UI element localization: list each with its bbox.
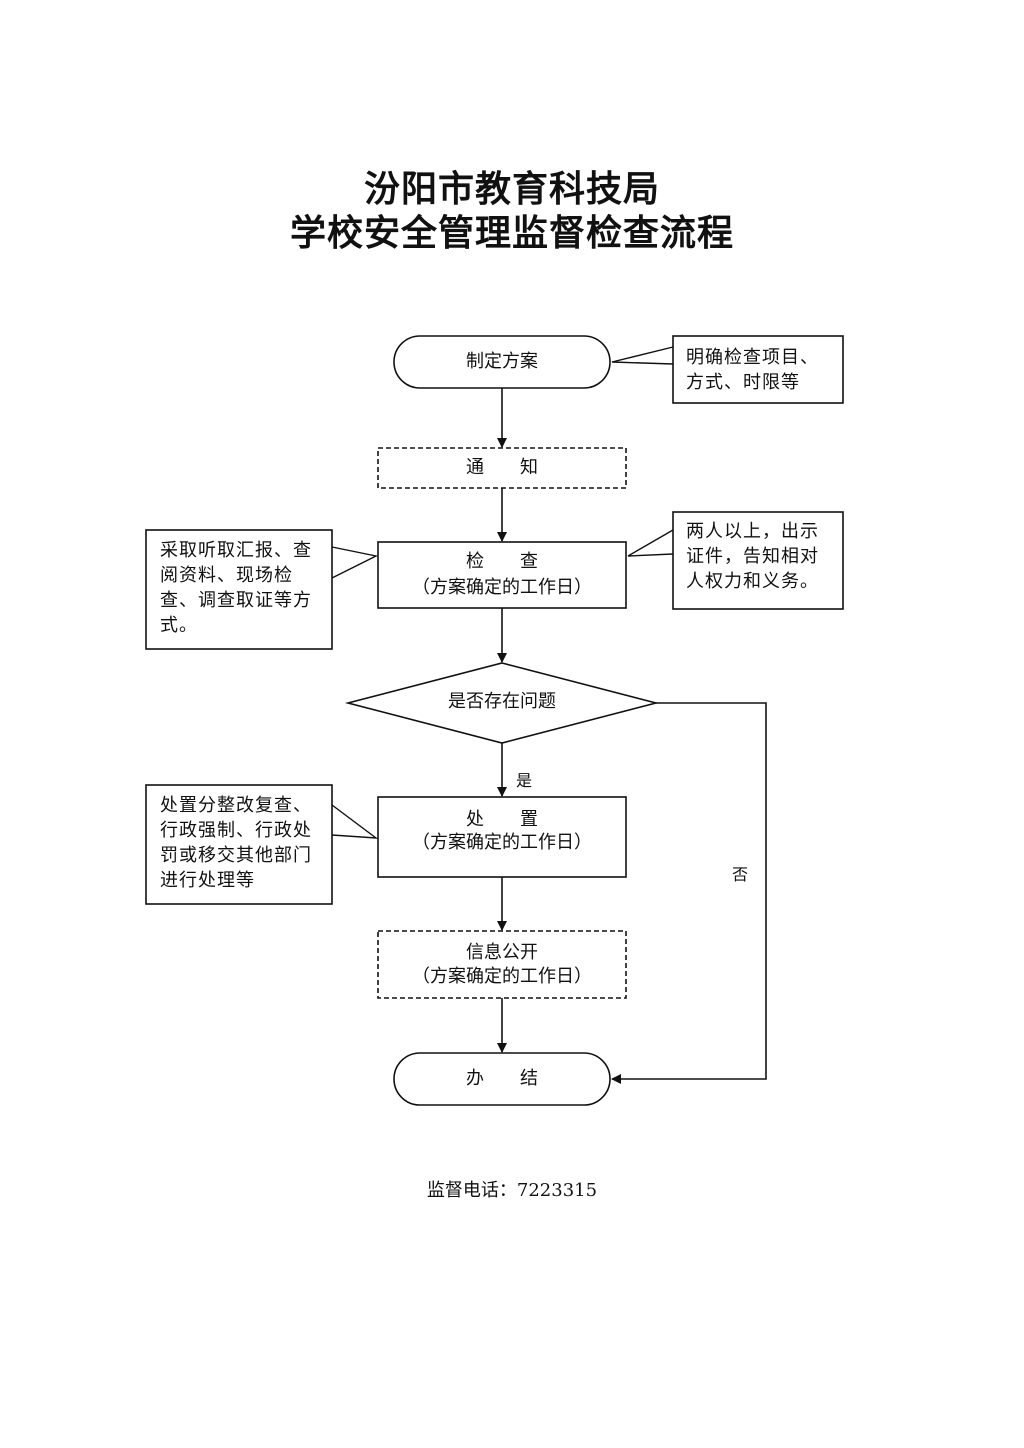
publish-sublabel: （方案确定的工作日）	[412, 966, 592, 987]
finish-terminator	[393, 1052, 611, 1106]
handle-note-text: 处置分整改复查、行政强制、行政处罚或移交其他部门进行处理等	[160, 795, 312, 891]
inspect-sublabel: （方案确定的工作日）	[412, 577, 592, 598]
no-branch-line	[611, 702, 767, 1084]
no-branch-label: 否	[732, 865, 749, 884]
publish-label: 信息公开	[466, 942, 538, 963]
handle-label: 处 置	[466, 809, 538, 830]
plan-note-text: 明确检查项目、方式、时限等	[686, 347, 819, 393]
plan-label: 制定方案	[466, 351, 538, 372]
supervision-phone: 监督电话：7223315	[426, 1180, 598, 1201]
handle-note-box	[145, 784, 333, 905]
page-title-line2: 学校安全管理监督检查流程	[289, 212, 734, 254]
handle-note-pointer	[331, 804, 379, 839]
publish-box	[377, 930, 627, 999]
inspect-left-note-text: 采取听取汇报、查阅资料、现场检查、调查取证等方式。	[160, 540, 312, 636]
plan-note-box	[672, 335, 844, 404]
inspect-right-note-pointer	[627, 529, 674, 557]
yes-branch-label: 是	[516, 771, 533, 790]
inspect-right-note-box	[672, 511, 844, 610]
decision-label: 是否存在问题	[448, 691, 556, 712]
finish-label: 办 结	[466, 1068, 538, 1089]
inspect-left-note-box	[145, 529, 333, 650]
inspect-left-note-pointer	[331, 546, 379, 579]
inspect-label: 检 查	[466, 551, 538, 572]
handle-sublabel: （方案确定的工作日）	[412, 832, 592, 853]
plan-note-pointer	[611, 346, 674, 365]
notify-label: 通 知	[466, 457, 538, 478]
inspect-right-note-text: 两人以上，出示证件，告知相对人权力和义务。	[686, 521, 819, 592]
page-title-line1: 汾阳市教育科技局	[363, 168, 660, 210]
